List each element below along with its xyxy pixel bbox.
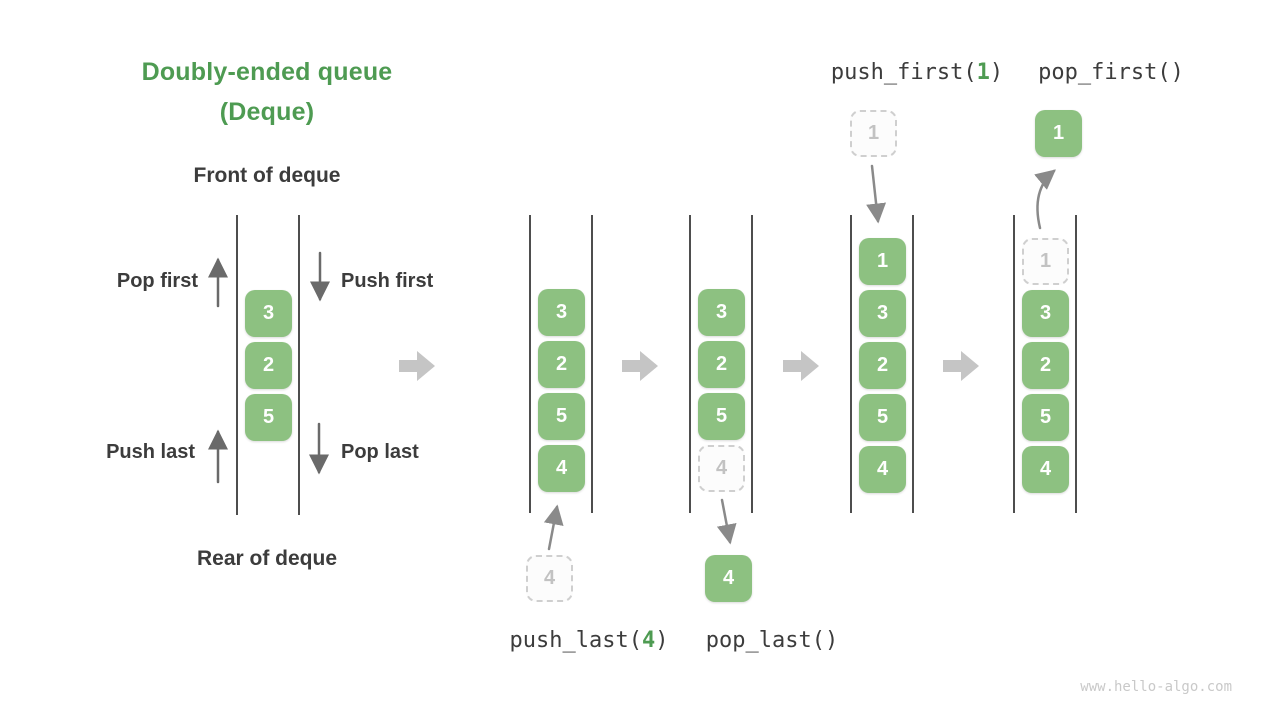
push-first-operation-label: push_first(1) [807,60,1027,85]
incoming-element-ghost: 4 [526,555,573,602]
queue-cell-ghost: 1 [1022,238,1069,285]
queue-cell: 2 [1022,342,1069,389]
incoming-element-ghost: 1 [850,110,897,157]
right-block-arrow-icon [783,351,819,381]
queue-cell: 3 [859,290,906,337]
diagram-title-line1: Doubly-ended queue [141,58,393,86]
deque-rails-during-pop-first [1013,215,1077,513]
deque-rails-intro [236,215,300,515]
queue-cell: 5 [245,394,292,441]
queue-cell: 5 [1022,394,1069,441]
queue-cell: 3 [538,289,585,336]
pop-first-operation-label: pop_first() [1001,60,1221,85]
queue-cell: 4 [538,445,585,492]
push-first-label: Push first [341,270,434,292]
push-last-label: Push last [106,441,195,463]
queue-cell: 4 [1022,446,1069,493]
code-arg: 1 [976,60,990,85]
pop-first-label: Pop first [116,270,198,292]
code-text: push_first( [830,60,977,85]
right-block-arrow-icon [943,351,979,381]
queue-cell: 5 [698,393,745,440]
queue-cell: 2 [859,342,906,389]
outgoing-element: 1 [1035,110,1082,157]
code-text: pop_first() [1038,60,1184,85]
code-text: ) [655,628,669,653]
code-text: push_last( [509,628,642,653]
outgoing-element: 4 [705,555,752,602]
queue-cell: 2 [245,342,292,389]
deque-rails-during-pop-last [689,215,753,513]
diagram-title-line2: (Deque) [219,98,315,126]
rear-of-deque-label: Rear of deque [196,547,338,570]
queue-cell: 4 [859,446,906,493]
code-arg: 4 [641,628,656,653]
queue-cell: 5 [538,393,585,440]
queue-cell: 3 [245,290,292,337]
watermark: www.hello-algo.com [1080,679,1232,695]
queue-cell: 1 [859,238,906,285]
queue-cell: 2 [538,341,585,388]
code-text: ) [989,60,1004,85]
push-last-insert-arrow-icon [543,504,564,551]
push-last-operation-label: push_last(4) [479,628,699,653]
deque-rails-after-push-last [529,215,593,513]
front-of-deque-label: Front of deque [193,164,341,187]
queue-cell: 5 [859,394,906,441]
push-first-insert-arrow-icon [866,164,887,224]
queue-cell: 2 [698,341,745,388]
right-block-arrow-icon [399,351,435,381]
right-block-arrow-icon [622,351,658,381]
deque-rails-after-push-first [850,215,914,513]
queue-cell: 3 [698,289,745,336]
queue-cell-ghost: 4 [698,445,745,492]
pop-last-operation-label: pop_last() [662,628,882,653]
code-text: pop_last() [705,628,839,653]
queue-cell: 3 [1022,290,1069,337]
pop-last-label: Pop last [341,441,419,463]
